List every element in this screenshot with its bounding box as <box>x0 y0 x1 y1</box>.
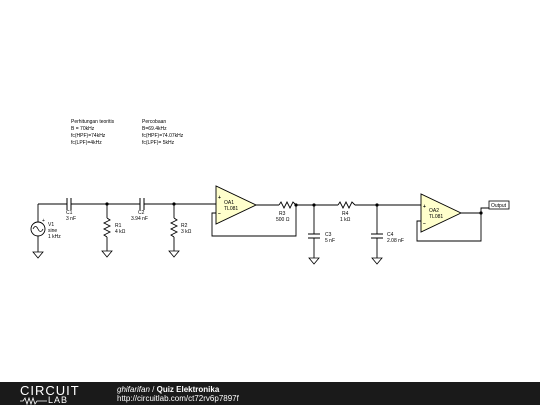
svg-text:+: + <box>218 195 221 201</box>
c2-capacitor[interactable] <box>139 198 145 210</box>
v1-name: V1 <box>48 222 54 228</box>
waveform-icon <box>20 397 47 405</box>
experiment-notes: Percobaan B=69.4kHz fc(HPF)=74.07kHz fc(… <box>142 119 183 147</box>
ground-icon <box>371 257 383 265</box>
oa2-opamp[interactable]: + − <box>420 193 463 233</box>
experiment-line-lpf: fc(LPF)= 5kHz <box>142 140 175 146</box>
schematic-canvas: + V1 sine 1 kHz C1 3 nF R1 4 kΩ C2 3.94 … <box>30 185 510 265</box>
footer-bar: CIRCUIT LAB ghifarifan / Quiz Elektronik… <box>0 382 540 405</box>
r1-resistor[interactable] <box>101 204 113 258</box>
theory-line-lpf: fc(LPF)=4kHz <box>71 140 102 146</box>
c4-name: C4 <box>387 232 394 238</box>
experiment-line-bandwidth: B=69.4kHz <box>142 126 167 132</box>
circuit-attribution: ghifarifan / Quiz Elektronika <box>117 385 219 394</box>
r3-name: R3 <box>279 211 286 217</box>
r1-name: R1 <box>115 223 122 229</box>
ground-icon <box>101 250 113 258</box>
svg-text:+: + <box>42 218 45 224</box>
circuit-title: Quiz Elektronika <box>156 385 220 394</box>
svg-text:+: + <box>423 204 426 210</box>
r4-resistor[interactable] <box>337 200 356 210</box>
svg-text:Output: Output <box>491 203 507 209</box>
circuitlab-logo: CIRCUIT LAB <box>20 383 90 405</box>
v1-source[interactable]: + <box>30 204 46 259</box>
author-link[interactable]: ghifarifan <box>117 385 150 394</box>
circuit-url-link[interactable]: http://circuitlab.com/ct72rv6p7897f <box>117 394 239 403</box>
ground-icon <box>308 257 320 265</box>
oa1-name: OA1 <box>224 200 234 206</box>
logo-bottom-text: LAB <box>48 395 69 405</box>
c1-name: C1 <box>66 210 73 216</box>
theory-line-hpf: fc(HPF)=74kHz <box>71 133 106 139</box>
c3-name: C3 <box>325 232 332 238</box>
theory-notes: Perhitungan teoritis B = 70kHz fc(HPF)=7… <box>71 119 114 147</box>
r1-value: 4 kΩ <box>115 229 126 235</box>
c1-value: 3 nF <box>66 216 76 222</box>
attribution-separator: / <box>149 385 157 394</box>
r3-resistor[interactable] <box>278 200 297 210</box>
ground-icon <box>168 250 180 258</box>
c4-capacitor[interactable] <box>371 205 383 265</box>
c2-name: C2 <box>138 210 145 216</box>
c1-capacitor[interactable] <box>66 198 72 210</box>
oa2-model: TL081 <box>429 214 443 220</box>
r3-value: 500 Ω <box>276 217 290 223</box>
v1-type: sine <box>48 228 57 234</box>
oa2-name: OA2 <box>429 208 439 214</box>
c3-capacitor[interactable] <box>308 205 320 265</box>
c3-value: 5 nF <box>325 238 335 244</box>
oa1-model: TL081 <box>224 206 238 212</box>
experiment-heading: Percobaan <box>142 119 167 125</box>
c2-value: 3.94 nF <box>131 216 148 222</box>
r4-name: R4 <box>342 211 349 217</box>
theory-line-bandwidth: B = 70kHz <box>71 126 95 132</box>
oa1-opamp[interactable]: + − <box>215 185 258 225</box>
r2-resistor[interactable] <box>168 204 180 258</box>
svg-text:−: − <box>423 221 426 227</box>
ground-icon <box>32 251 44 259</box>
v1-value: 1 kHz <box>48 234 61 240</box>
r2-value: 3 kΩ <box>181 229 192 235</box>
c4-value: 2.08 nF <box>387 238 404 244</box>
r4-value: 1 kΩ <box>340 217 351 223</box>
svg-text:−: − <box>218 211 221 217</box>
logo-top-text: CIRCUIT <box>20 383 80 398</box>
experiment-line-hpf: fc(HPF)=74.07kHz <box>142 133 184 139</box>
output-node-label[interactable]: Output <box>488 200 510 210</box>
theory-heading: Perhitungan teoritis <box>71 119 115 125</box>
r2-name: R2 <box>181 223 188 229</box>
